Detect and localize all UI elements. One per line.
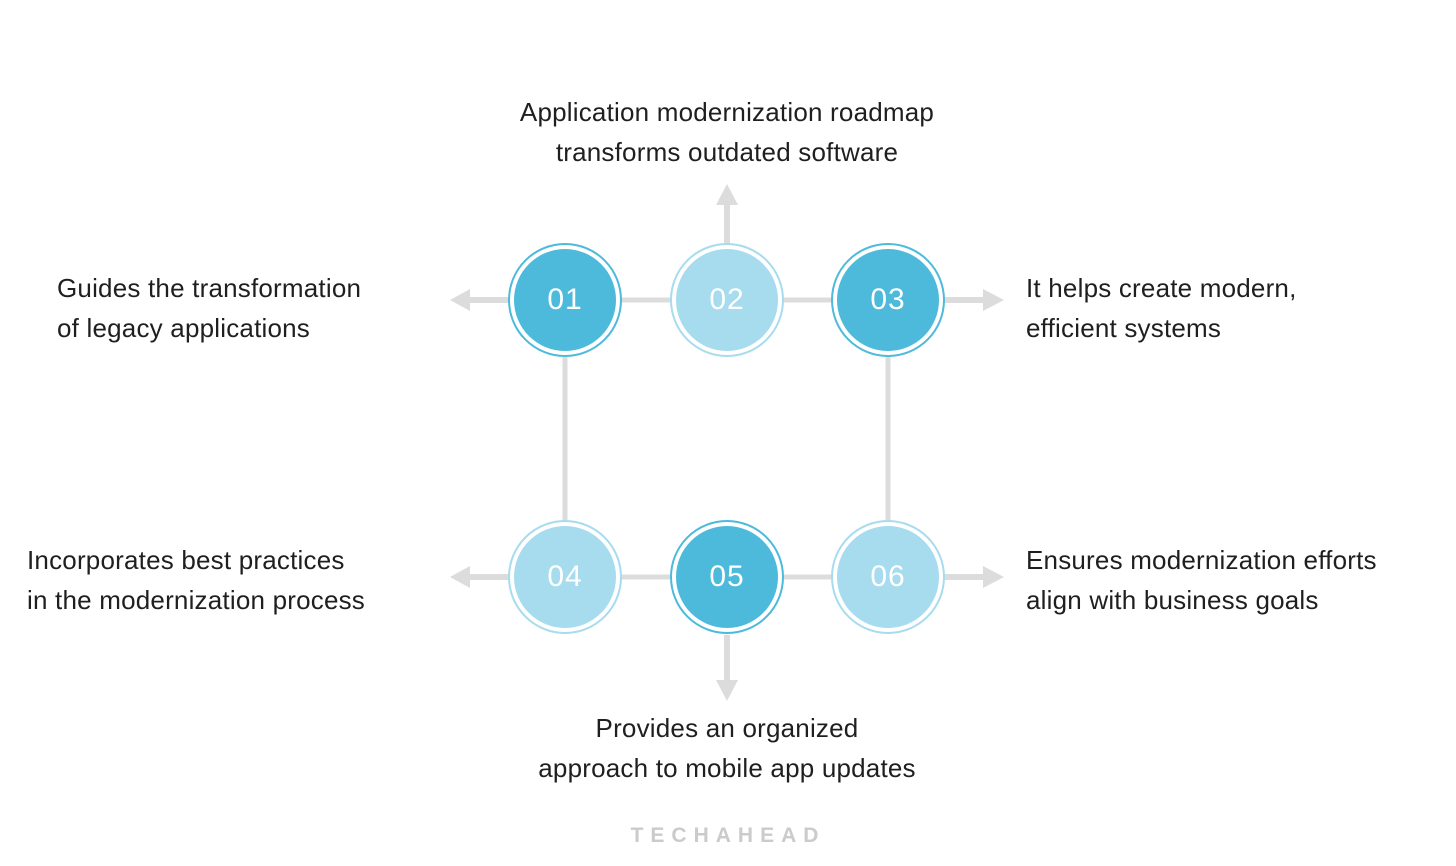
- step-circle-02: 02: [670, 243, 784, 357]
- step-circle-04-label: 04: [514, 526, 616, 628]
- callout-left-bottom-line2: in the modernization process: [27, 585, 366, 615]
- callout-left-top-line1: Guides the transformation: [57, 273, 362, 303]
- step-circle-03: 03: [831, 243, 945, 357]
- callout-bottom-line1: Provides an organized: [595, 713, 859, 743]
- techahead-logo: TECHAHEAD: [630, 824, 826, 847]
- callout-right-top-line1: It helps create modern,: [1026, 273, 1297, 303]
- diagram-title: Application modernization roadmap transf…: [367, 92, 1087, 172]
- callout-right-top: It helps create modern, efficient system…: [1026, 268, 1446, 348]
- step-circle-03-label: 03: [837, 249, 939, 351]
- callout-bottom: Provides an organized approach to mobile…: [447, 708, 1007, 788]
- step-circle-01: 01: [508, 243, 622, 357]
- step-circle-05-label: 05: [676, 526, 778, 628]
- callout-left-bottom: Incorporates best practices in the moder…: [27, 540, 467, 620]
- callout-left-top-line2: of legacy applications: [57, 313, 310, 343]
- step-circle-05: 05: [670, 520, 784, 634]
- step-circle-01-label: 01: [514, 249, 616, 351]
- diagram-title-line2: transforms outdated software: [555, 137, 899, 167]
- diagram-title-line1: Application modernization roadmap: [519, 97, 935, 127]
- callout-left-bottom-line1: Incorporates best practices: [27, 545, 345, 575]
- step-circle-04: 04: [508, 520, 622, 634]
- step-circle-06-label: 06: [837, 526, 939, 628]
- arrow-down-icon: [716, 635, 738, 701]
- callout-right-bottom: Ensures modernization efforts align with…: [1026, 540, 1456, 620]
- callout-bottom-line2: approach to mobile app updates: [538, 753, 916, 783]
- callout-right-bottom-line1: Ensures modernization efforts: [1026, 545, 1377, 575]
- callout-right-top-line2: efficient systems: [1026, 313, 1222, 343]
- step-circle-02-label: 02: [676, 249, 778, 351]
- callout-right-bottom-line2: align with business goals: [1026, 585, 1319, 615]
- callout-left-top: Guides the transformation of legacy appl…: [57, 268, 477, 348]
- step-circle-06: 06: [831, 520, 945, 634]
